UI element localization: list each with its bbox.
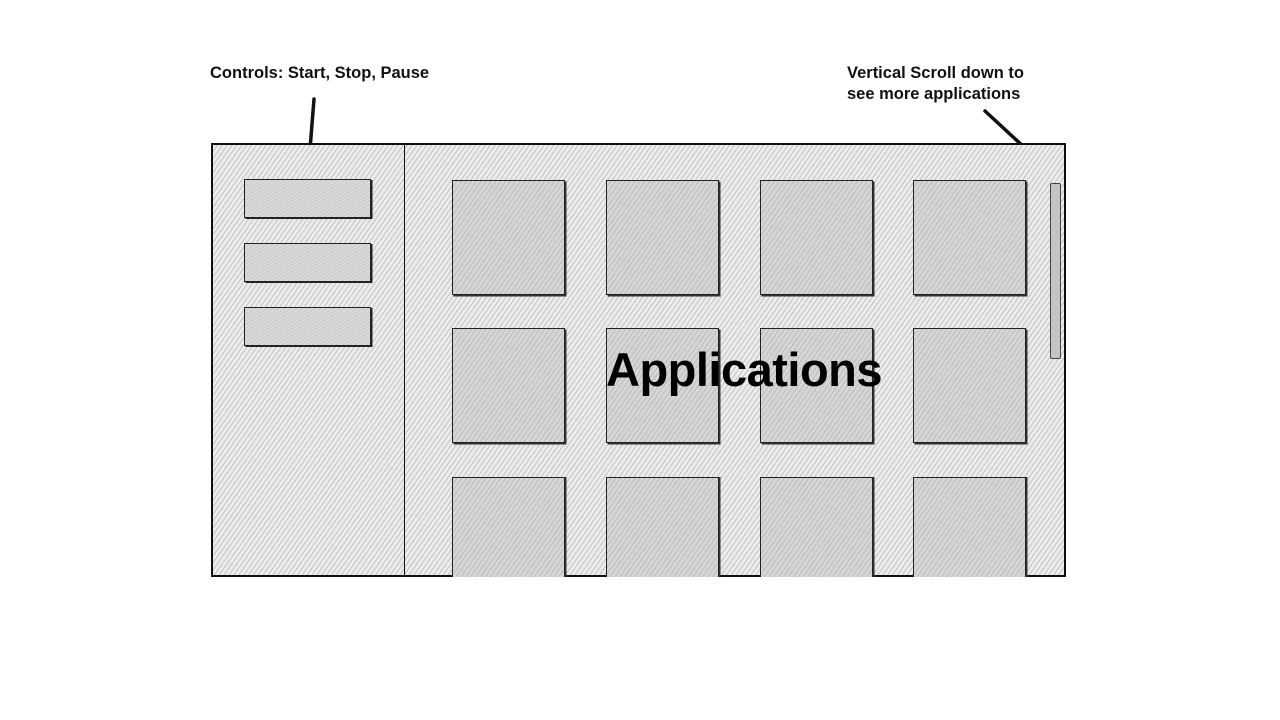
application-tile[interactable] bbox=[913, 180, 1026, 295]
application-tile[interactable] bbox=[913, 477, 1026, 577]
stop-control-button[interactable] bbox=[244, 243, 371, 282]
application-tile[interactable] bbox=[760, 180, 873, 295]
vertical-scrollbar[interactable] bbox=[1050, 183, 1061, 359]
application-tile[interactable] bbox=[606, 477, 719, 577]
applications-label: Applications bbox=[606, 343, 883, 396]
application-tile[interactable] bbox=[606, 180, 719, 295]
scroll-annotation-line-1: Vertical Scroll down to bbox=[847, 64, 1024, 82]
scroll-annotation: Vertical Scroll down to see more applica… bbox=[847, 63, 1024, 105]
controls-annotation: Controls: Start, Stop, Pause bbox=[210, 64, 430, 82]
application-tile[interactable] bbox=[452, 477, 565, 577]
start-control-button[interactable] bbox=[244, 179, 371, 218]
application-tile[interactable] bbox=[760, 328, 873, 443]
application-tile[interactable] bbox=[760, 477, 873, 577]
application-tile[interactable] bbox=[452, 328, 565, 443]
application-tile[interactable] bbox=[606, 328, 719, 443]
application-tile[interactable] bbox=[452, 180, 565, 295]
scroll-annotation-line-2: see more applications bbox=[847, 85, 1021, 103]
application-tile[interactable] bbox=[913, 328, 1026, 443]
pause-control-button[interactable] bbox=[244, 307, 371, 346]
